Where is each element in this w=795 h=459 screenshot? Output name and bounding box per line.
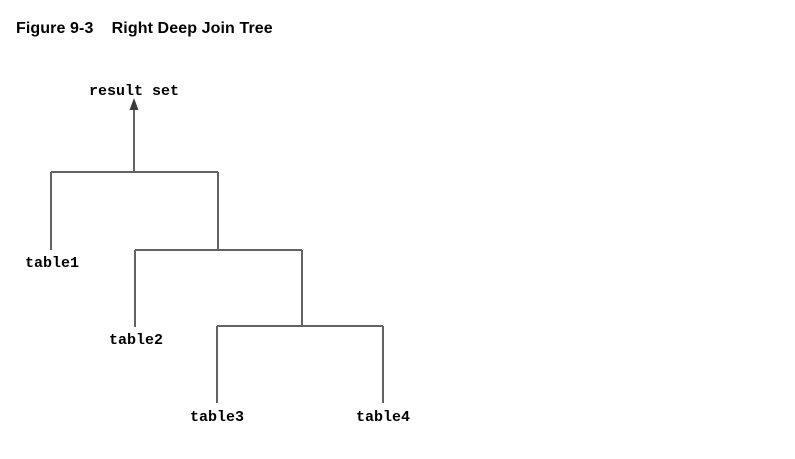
result-set-arrow-head bbox=[129, 98, 139, 110]
leaf-label-table1: table1 bbox=[24, 255, 80, 272]
leaf-label-table2: table2 bbox=[108, 332, 164, 349]
page-title: Figure 9-3 Right Deep Join Tree bbox=[16, 20, 273, 37]
result-set-label: result set bbox=[88, 83, 180, 100]
leaf-label-table4: table4 bbox=[355, 409, 411, 426]
leaf-label-table3: table3 bbox=[189, 409, 245, 426]
